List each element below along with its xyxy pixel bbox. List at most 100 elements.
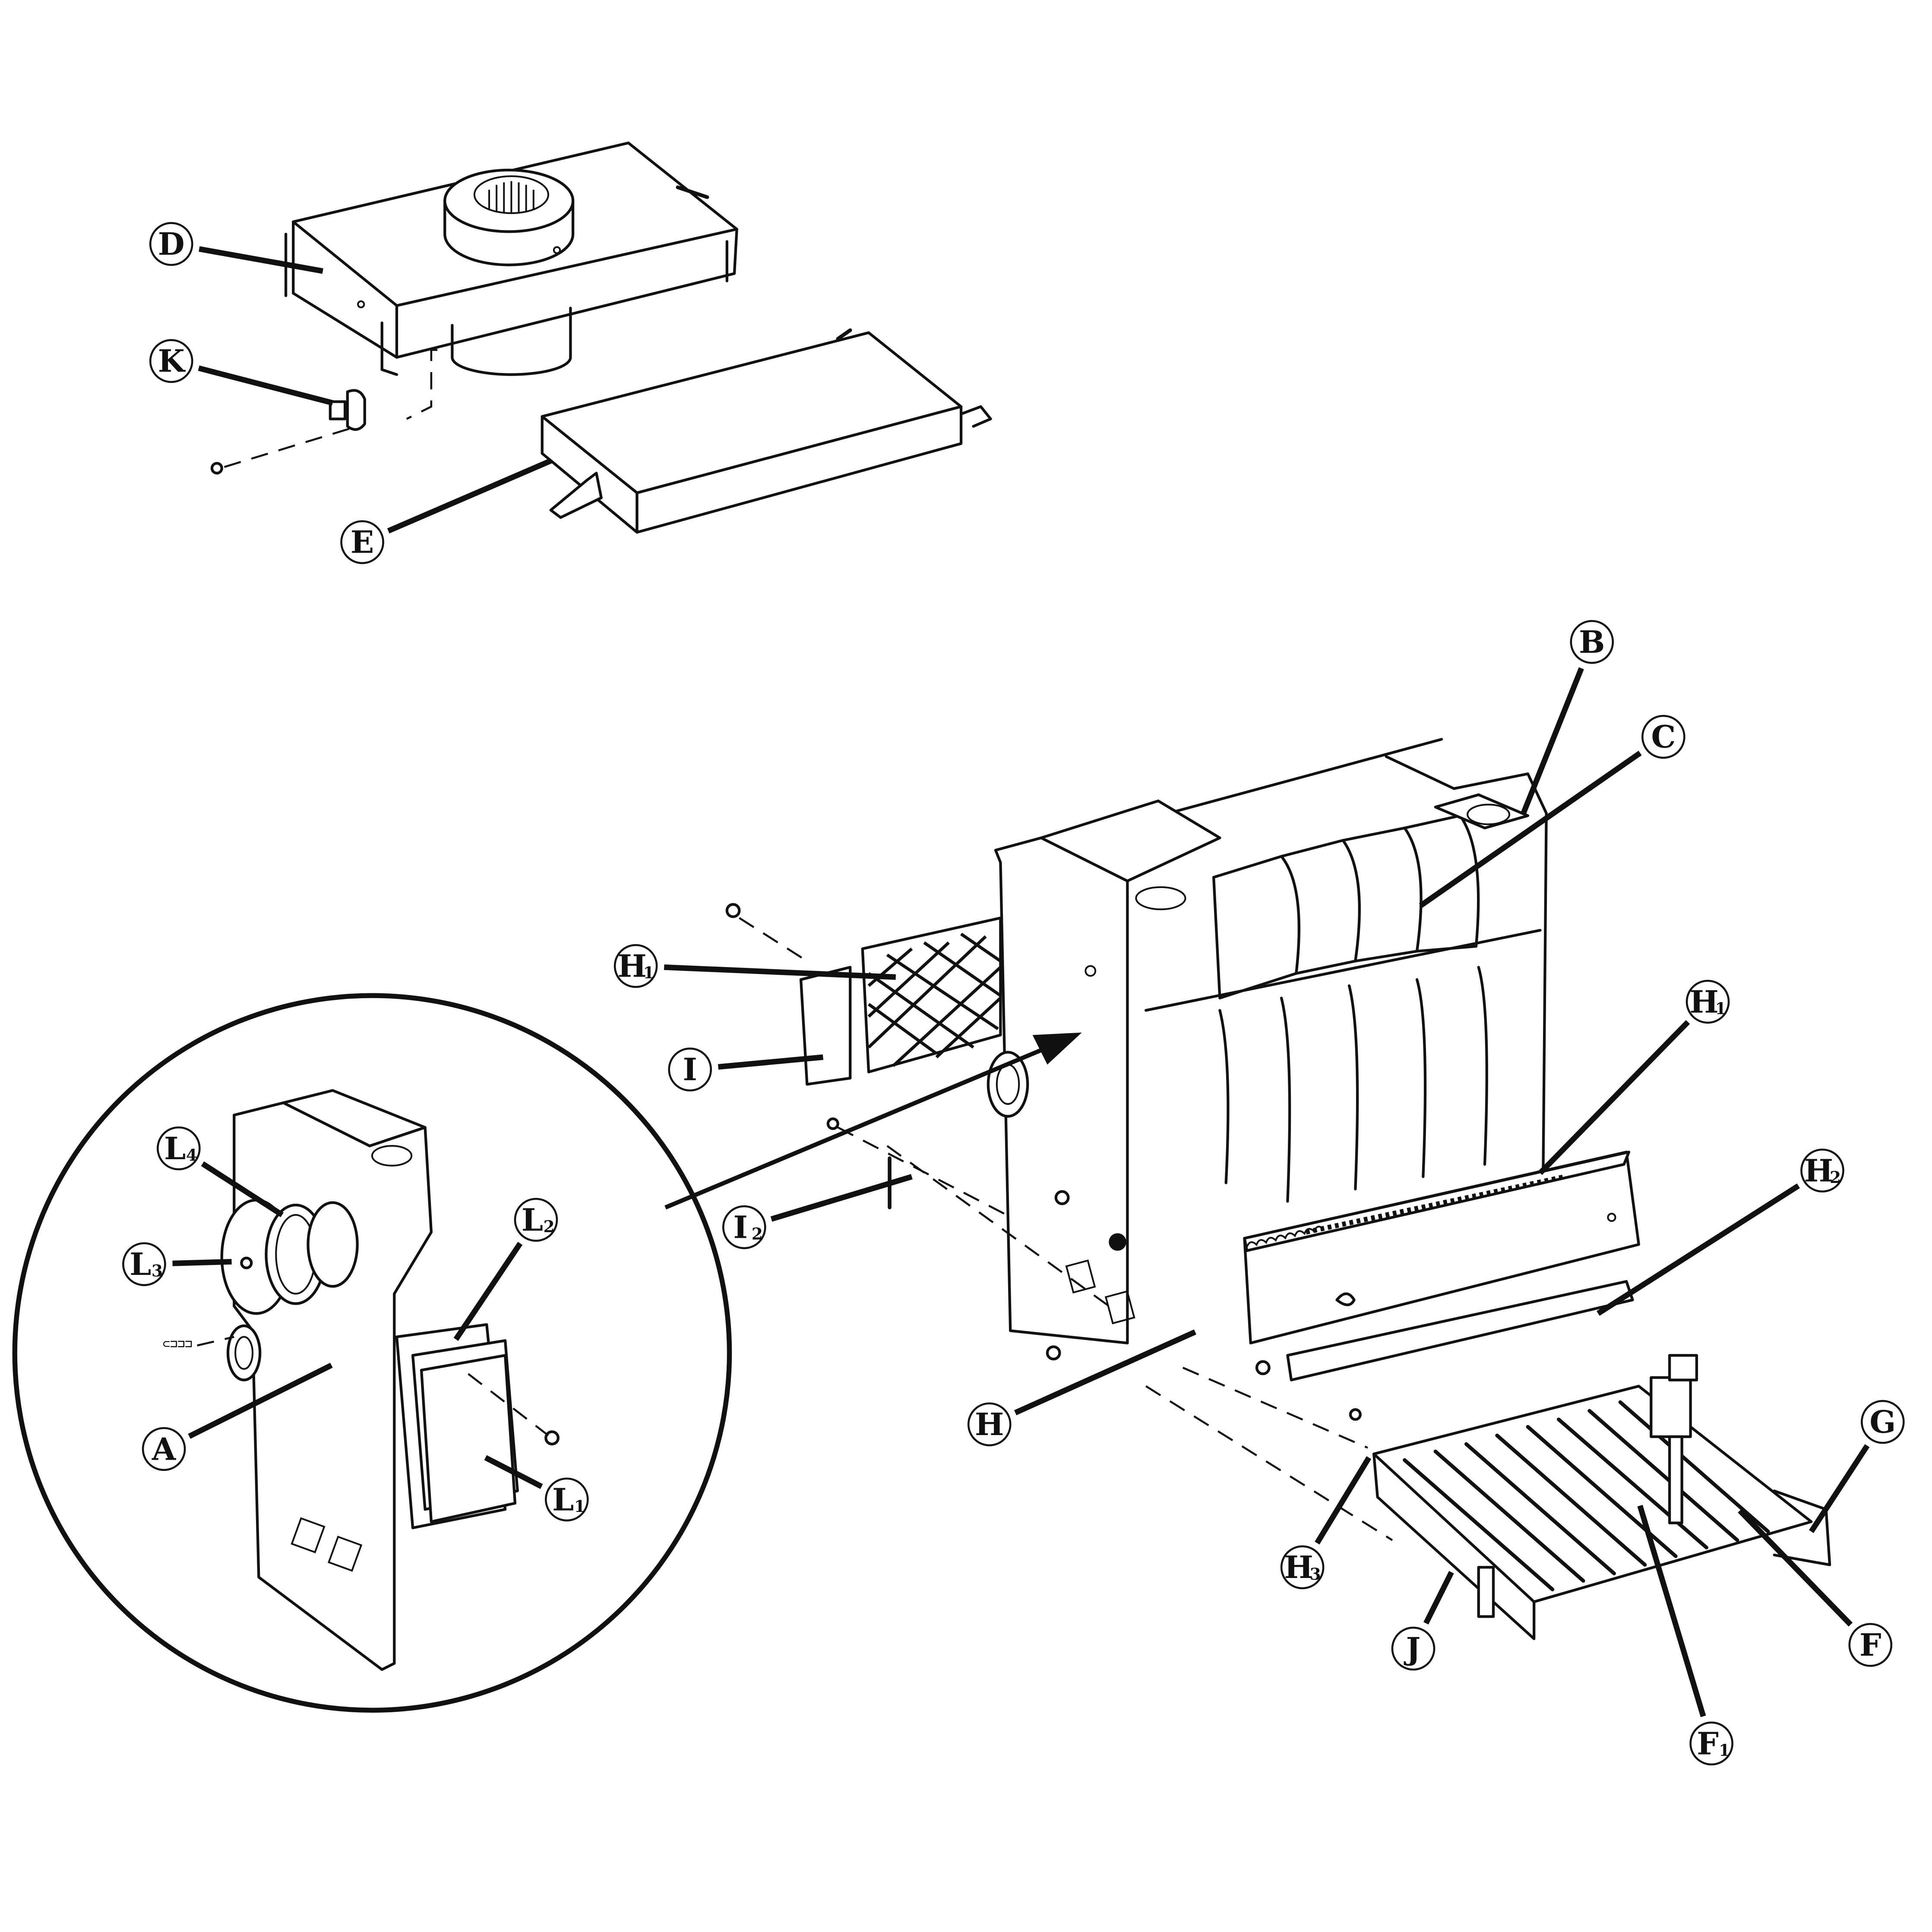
- callout-letter: F: [1697, 1725, 1719, 1761]
- leader-line: [1738, 1508, 1853, 1627]
- leader-line: [172, 1259, 232, 1266]
- leader-line: [1520, 667, 1584, 816]
- leader-line: [1809, 1444, 1870, 1533]
- callout-letter: L: [130, 1246, 151, 1282]
- leader-line: [664, 964, 896, 980]
- spill-switch: [210, 349, 438, 475]
- callout-bubble: [1641, 715, 1685, 759]
- callout-h1a: H1: [613, 944, 896, 988]
- front-panel-assembly: [1145, 1151, 1640, 1541]
- draft-hood-top: [284, 141, 738, 376]
- callout-k: K: [149, 339, 334, 406]
- leader-line: [199, 246, 323, 274]
- leader-line: [1637, 1505, 1706, 1717]
- callout-bubble: [1280, 1545, 1325, 1590]
- callout-subscript: 2: [752, 1224, 763, 1243]
- callout-letter: H: [1804, 1152, 1833, 1189]
- callout-letter: D: [158, 226, 185, 262]
- callout-letter: L: [164, 1130, 186, 1167]
- leader-line: [201, 1161, 284, 1217]
- callout-letter: I: [734, 1209, 748, 1246]
- callout-subscript: 3: [152, 1262, 163, 1281]
- callout-bubble: [967, 1402, 1012, 1446]
- callout-subscript: 1: [1715, 999, 1726, 1018]
- callout-j: J: [1391, 1571, 1454, 1671]
- callout-subscript: 2: [1830, 1168, 1841, 1187]
- callout-letter: B: [1579, 624, 1605, 660]
- callout-letter: K: [158, 343, 186, 379]
- callout-i: I: [668, 1047, 824, 1092]
- callout-bubble: [722, 1205, 766, 1249]
- callout-f: F: [1738, 1508, 1893, 1667]
- leader-line: [453, 1242, 523, 1341]
- callout-letter: L: [522, 1202, 543, 1238]
- callout-letter: H: [1689, 983, 1718, 1020]
- callout-letter: H: [1284, 1549, 1313, 1585]
- callout-subscript: 4: [186, 1145, 197, 1164]
- leader-line: [1419, 750, 1642, 908]
- callout-bubble: [545, 1477, 589, 1522]
- callout-bubble: [668, 1047, 712, 1092]
- leader-line: [1315, 1456, 1372, 1545]
- callout-letter: F: [1859, 1627, 1881, 1663]
- boiler-block: [987, 738, 1548, 1361]
- svg-text:⊂⊐⊐⊐: ⊂⊐⊐⊐: [163, 1337, 193, 1351]
- callout-bubble: [157, 1126, 201, 1170]
- callout-letter: H: [975, 1406, 1004, 1442]
- detail-inset: ⊂⊐⊐⊐: [12, 993, 732, 1713]
- callout-c: C: [1419, 715, 1685, 908]
- leader-line: [718, 1054, 824, 1070]
- callout-h2: H2: [1597, 1148, 1844, 1316]
- callout-bubble: [1861, 1400, 1905, 1444]
- callout-subscript: 1: [643, 963, 655, 982]
- callout-b: B: [1520, 620, 1614, 816]
- callout-bubble: [1689, 1721, 1733, 1766]
- inset-pointer-arrow: [664, 1032, 1082, 1210]
- callout-e: E: [340, 458, 552, 564]
- callout-bubble: [1848, 1623, 1893, 1667]
- callout-letter: G: [1869, 1404, 1896, 1440]
- callout-h3: H3: [1280, 1456, 1372, 1590]
- callout-subscript: 1: [1719, 1741, 1730, 1760]
- callout-letter: J: [1404, 1631, 1421, 1667]
- leader-line: [770, 1174, 913, 1222]
- callout-bubble: [514, 1198, 558, 1242]
- leader-line: [198, 365, 334, 406]
- callout-letter: C: [1651, 719, 1676, 755]
- callout-subscript: 1: [574, 1497, 585, 1516]
- draft-hood-box: [541, 328, 992, 534]
- burner-tray: [1372, 1354, 1831, 1640]
- callout-bubble: [149, 222, 193, 266]
- leader-line: [1423, 1571, 1454, 1625]
- baffle-panel: [725, 903, 1110, 1307]
- callout-letter: E: [351, 524, 374, 560]
- callout-bubble: [122, 1242, 166, 1286]
- leader-line: [1014, 1329, 1196, 1416]
- callout-bubble: [613, 944, 658, 988]
- leader-line: [484, 1455, 543, 1489]
- callout-g: G: [1809, 1400, 1905, 1533]
- callout-h1b: H1: [1538, 980, 1730, 1175]
- callout-subscript: 3: [1310, 1565, 1321, 1584]
- leader-line: [1538, 1020, 1690, 1175]
- callout-letter: L: [552, 1481, 574, 1518]
- leader-line: [387, 458, 552, 534]
- leader-line: [188, 1363, 333, 1439]
- callout-bubble: [142, 1427, 186, 1471]
- callout-bubble: [149, 339, 193, 383]
- callout-bubble: [1685, 980, 1730, 1024]
- callout-h: H: [967, 1329, 1196, 1446]
- callout-bubble: [1391, 1626, 1436, 1671]
- callout-letter: A: [152, 1431, 177, 1467]
- callout-bubble: [1800, 1148, 1844, 1193]
- callout-letter: I: [683, 1051, 697, 1088]
- callout-bubble: [1570, 620, 1614, 664]
